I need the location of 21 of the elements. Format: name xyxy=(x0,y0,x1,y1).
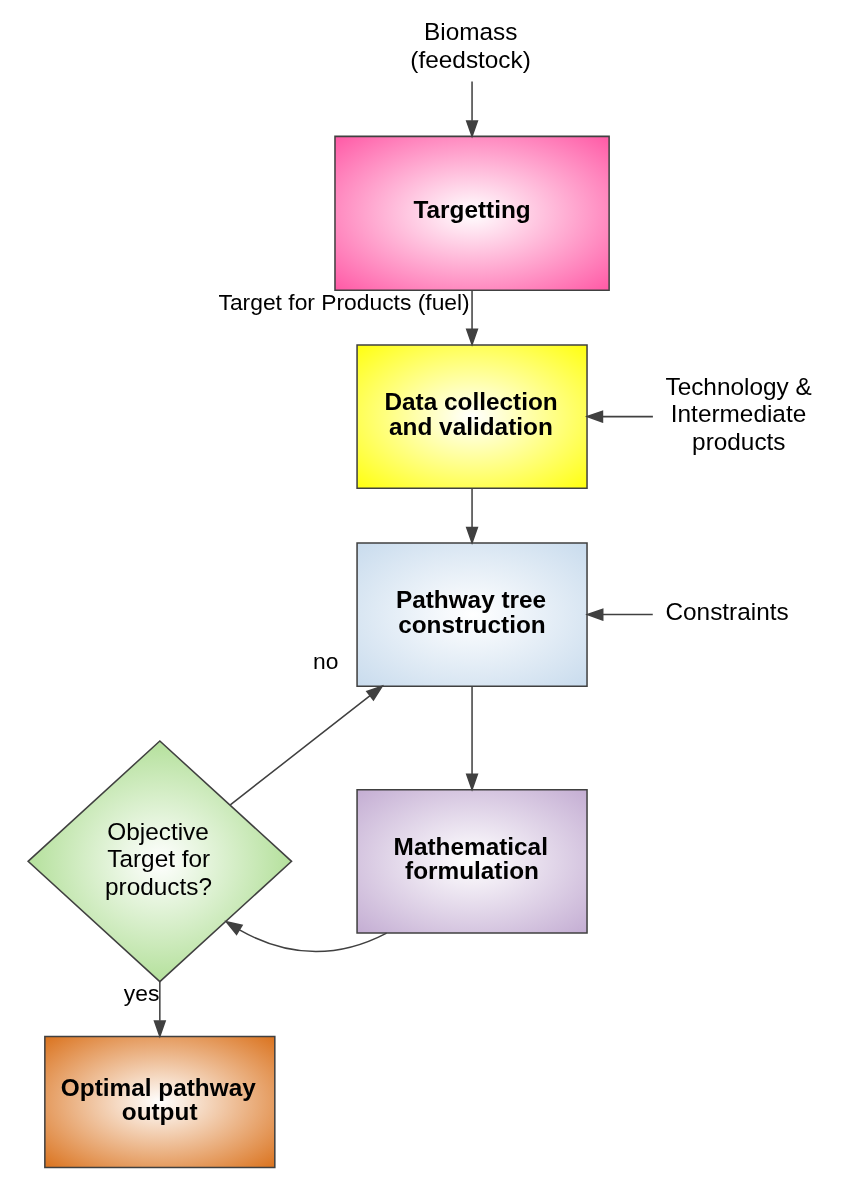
node-box: Optimal pathway output xyxy=(43,1035,276,1169)
node-text: Technology & Intermediate products xyxy=(664,372,812,455)
node-diamond: Objective Target for products? xyxy=(26,740,293,983)
edge-label: Target for Products (fuel) xyxy=(218,289,470,316)
edge-label: yes xyxy=(123,980,159,1007)
node-box: Mathematical formulation xyxy=(355,789,588,934)
arrow xyxy=(465,80,478,139)
arrow xyxy=(584,410,654,424)
arrow xyxy=(229,684,384,806)
edge-label: no xyxy=(312,647,338,674)
node-box: Data collection and validation xyxy=(355,344,588,489)
arrow xyxy=(584,608,654,621)
arrow xyxy=(152,980,166,1039)
arrow xyxy=(465,487,478,546)
node-box: Targetting xyxy=(333,135,610,291)
node-text: Constraints xyxy=(664,598,789,626)
arrow xyxy=(223,920,387,953)
node-text: Biomass (feedstock) xyxy=(409,18,531,73)
arrow xyxy=(465,685,478,792)
node-box: Pathway tree construction xyxy=(355,542,588,687)
arrow xyxy=(465,289,478,347)
